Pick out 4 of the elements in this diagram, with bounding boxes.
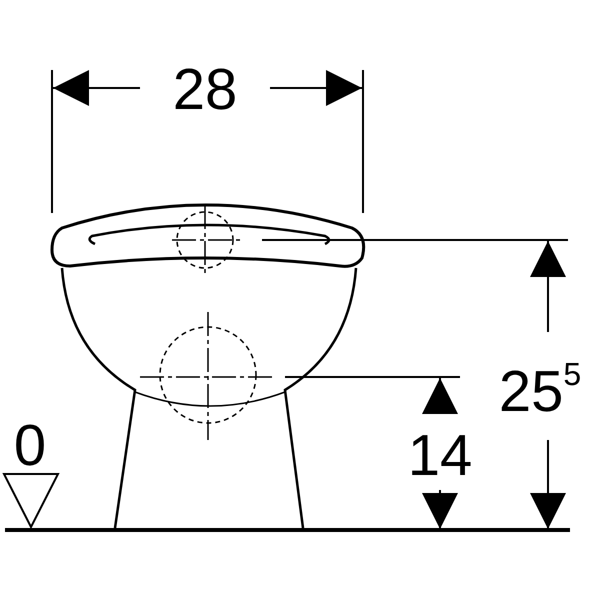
dimension-label: 14 xyxy=(408,427,472,485)
dimension-label: 25$^{5}$ xyxy=(498,363,582,421)
level-label: 0 xyxy=(14,417,46,475)
dimension-label: 28 xyxy=(172,61,238,119)
